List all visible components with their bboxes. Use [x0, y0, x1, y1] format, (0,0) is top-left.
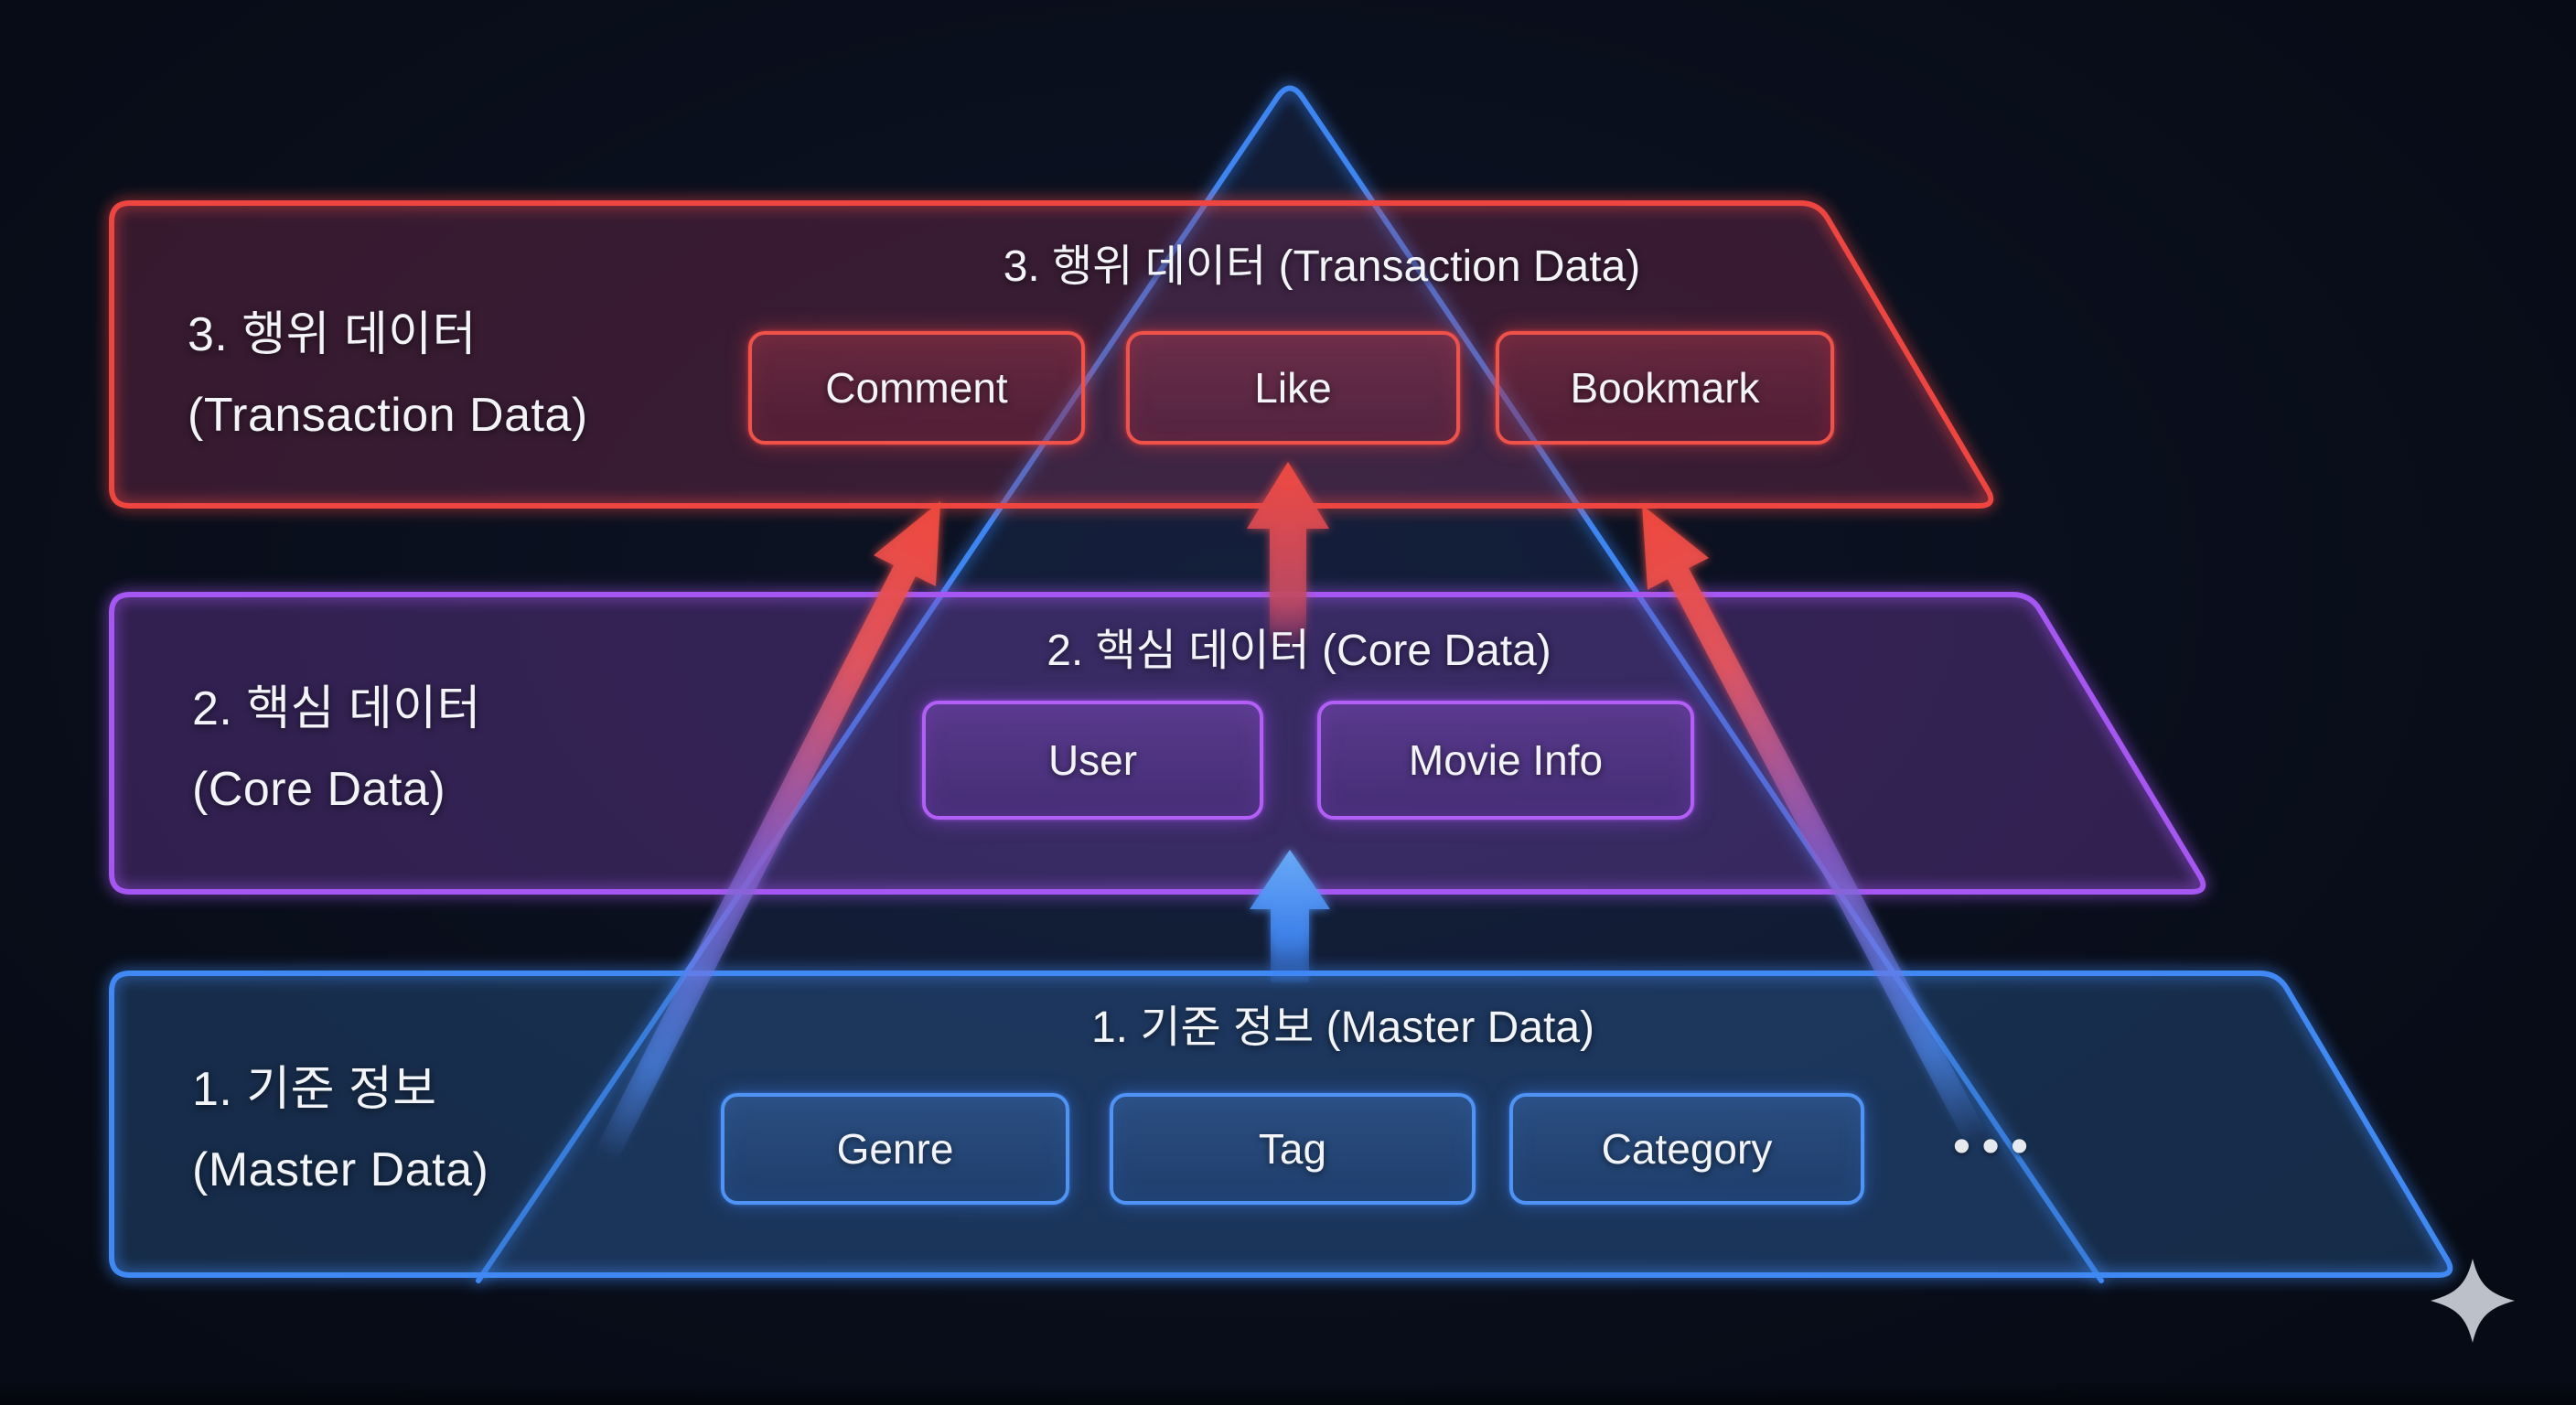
master-side-label-line1: 1. 기준 정보	[192, 1063, 437, 1116]
node-category: Category	[1509, 1093, 1864, 1205]
node-movie-info-label: Movie Info	[1408, 736, 1604, 784]
pyramid-triangle	[476, 85, 2104, 1283]
core-layer-side-label: 2. 핵심 데이터 (Core Data)	[192, 669, 481, 830]
node-bookmark-label: Bookmark	[1570, 364, 1760, 412]
arrow-master-to-core-up	[1250, 850, 1330, 982]
transaction-layer-header: 3. 행위 데이터 (Transaction Data)	[1003, 242, 1641, 291]
core-layer-header: 2. 핵심 데이터 (Core Data)	[1046, 627, 1551, 675]
node-genre: Genre	[721, 1093, 1069, 1205]
master-layer-side-label: 1. 기준 정보 (Master Data)	[192, 1049, 488, 1210]
node-user: User	[922, 701, 1263, 820]
core-side-label-line1: 2. 핵심 데이터	[192, 682, 481, 735]
arrow-core-to-transaction-up	[1247, 462, 1329, 651]
layer-band-transaction-fill	[112, 203, 1991, 506]
master-layer-header: 1. 기준 정보 (Master Data)	[1090, 1003, 1595, 1052]
layer-band-core-border	[109, 592, 2206, 895]
node-comment-label: Comment	[825, 364, 1008, 412]
node-like-label: Like	[1254, 364, 1332, 412]
node-bookmark: Bookmark	[1496, 331, 1834, 445]
transaction-layer-side-label: 3. 행위 데이터 (Transaction Data)	[188, 295, 588, 456]
transaction-side-label-line2: (Transaction Data)	[188, 389, 588, 442]
arrow-master-to-transaction-right	[1642, 505, 1987, 1144]
node-tag-label: Tag	[1258, 1125, 1327, 1173]
arrow-master-to-transaction-left	[595, 501, 940, 1162]
node-movie-info: Movie Info	[1317, 701, 1694, 820]
sparkle-icon	[2431, 1259, 2515, 1343]
node-comment: Comment	[748, 331, 1085, 445]
layer-band-master-border	[109, 971, 2453, 1278]
node-like: Like	[1126, 331, 1460, 445]
layer-band-master-fill	[112, 973, 2451, 1275]
node-genre-label: Genre	[836, 1125, 954, 1173]
node-category-label: Category	[1601, 1125, 1773, 1173]
node-user-label: User	[1047, 736, 1138, 784]
bottom-edge-shade	[0, 1381, 2576, 1405]
master-more-indicator: •••	[1952, 1116, 2040, 1174]
transaction-side-label-line1: 3. 행위 데이터	[188, 308, 477, 361]
core-side-label-line2: (Core Data)	[192, 763, 446, 816]
master-side-label-line2: (Master Data)	[192, 1143, 489, 1196]
layer-band-transaction-border	[109, 200, 1994, 509]
node-tag: Tag	[1110, 1093, 1476, 1205]
